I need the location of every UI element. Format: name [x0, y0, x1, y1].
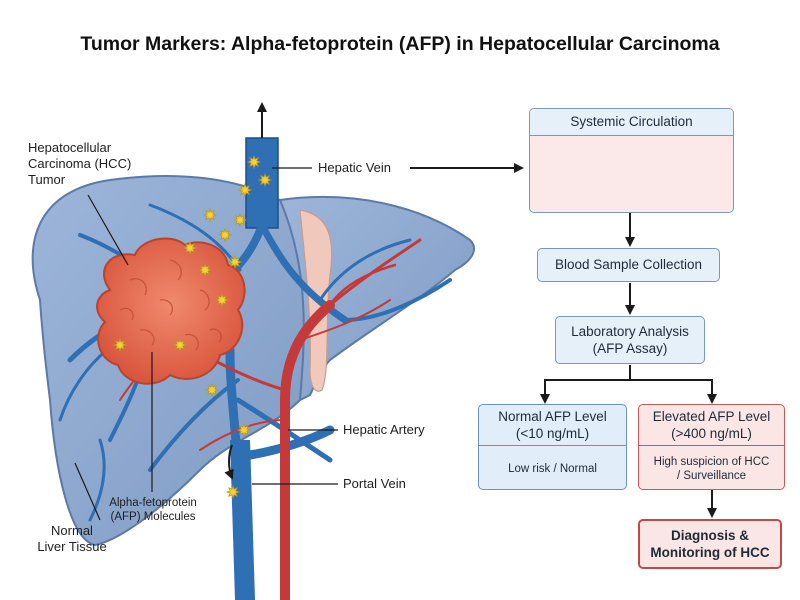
afp-star [202, 207, 218, 223]
afp-star [225, 484, 241, 500]
afp-star [246, 154, 262, 170]
page-title: Tumor Markers: Alpha-fetoprotein (AFP) i… [80, 33, 720, 55]
normal-afp-box: Normal AFP Level (<10 ng/mL) Low risk / … [478, 404, 627, 490]
hcc-tumor [96, 237, 246, 385]
afp-star [204, 382, 220, 398]
afp-star [182, 240, 198, 256]
hepatic-vein-label: Hepatic Vein [318, 160, 391, 175]
diagnosis-box: Diagnosis & Monitoring of HCC [638, 519, 782, 569]
afp-star [217, 227, 233, 243]
afp-release-arrow [224, 444, 234, 480]
normal-tissue-label: Normal Liver Tissue [37, 523, 107, 554]
afp-star [172, 337, 188, 353]
flow-arrows [540, 213, 717, 518]
portal-vein-label: Portal Vein [343, 476, 406, 491]
afp-star [236, 422, 252, 438]
afp-star [237, 182, 253, 198]
hepatic-artery-label: Hepatic Artery [343, 422, 425, 437]
lab-analysis-box: Laboratory Analysis (AFP Assay) [555, 316, 705, 364]
afp-star [232, 212, 248, 228]
afp-molecules-label: Alpha-fetoprotein (AFP) Molecules [109, 497, 197, 523]
afp-star [257, 172, 273, 188]
elevated-afp-box: Elevated AFP Level (>400 ng/mL) High sus… [638, 404, 785, 490]
afp-molecules [112, 154, 273, 500]
leader-lines [74, 167, 338, 521]
afp-star [112, 337, 128, 353]
blood-sample-box: Blood Sample Collection [537, 248, 720, 282]
afp-star [214, 292, 230, 308]
portal-vein-trunk [230, 440, 255, 600]
afp-star [197, 262, 213, 278]
blood-sample-label: Blood Sample Collection [554, 257, 703, 272]
systemic-circulation-box: Systemic Circulation [529, 108, 734, 213]
afp-star [227, 254, 243, 270]
systemic-circulation-title: Systemic Circulation [530, 109, 733, 136]
hcc-tumor-label: Hepatocellular Carcinoma (HCC) Tumor [28, 140, 132, 187]
